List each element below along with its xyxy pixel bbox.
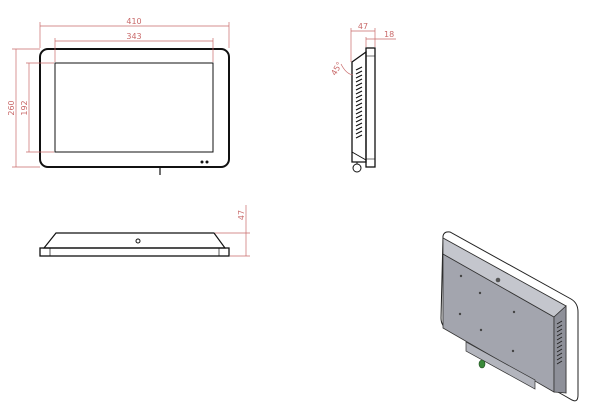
side-view: 47 18 45°: [329, 22, 396, 173]
iso-port: [495, 277, 501, 283]
side-bezel: [365, 47, 376, 168]
bottom-housing: [42, 232, 227, 249]
front-button: [200, 160, 204, 164]
bottom-bezel: [39, 247, 230, 257]
iso-mount-bracket: [465, 341, 536, 390]
isometric-view: [440, 231, 579, 402]
dim-depth-front: 18: [384, 30, 394, 39]
side-housing: [351, 50, 367, 163]
front-bezel-outline: [39, 48, 230, 168]
iso-knob: [478, 359, 486, 369]
front-screen-outline: [54, 62, 214, 153]
dim-height-overall: 260: [7, 100, 16, 115]
dim-bottom-depth: 47: [237, 210, 246, 220]
front-view: 410 343 260 192: [7, 17, 230, 175]
front-button: [205, 160, 209, 164]
side-knob: [352, 163, 362, 173]
dim-arc-angle: [340, 63, 354, 76]
bottom-hole: [135, 238, 141, 244]
dim-height-screen: 192: [20, 100, 29, 115]
dim-angle: 45°: [329, 60, 344, 77]
bottom-view: 47: [39, 205, 250, 257]
dim-width-overall: 410: [126, 17, 141, 26]
iso-vent-slots: [556, 320, 563, 365]
dim-width-screen: 343: [126, 32, 141, 41]
vent-slots: [355, 66, 363, 139]
dim-depth-overall: 47: [358, 22, 368, 31]
